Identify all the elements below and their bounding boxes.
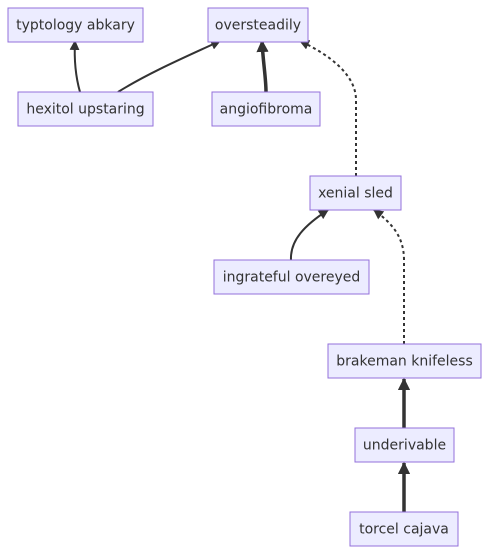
edge-ingrateful-to-xenial	[289, 209, 329, 261]
edges	[69, 39, 411, 512]
node-label: xenial sled	[318, 186, 393, 202]
node-oversteadily[interactable]: oversteadily	[207, 7, 309, 43]
node-label: torcel cajava	[359, 522, 449, 538]
node-underivable[interactable]: underivable	[354, 427, 455, 463]
node-typtology-abkary[interactable]: typtology abkary	[7, 7, 144, 43]
edge-hexitol-to-oversteadily	[117, 40, 221, 93]
node-label: underivable	[363, 438, 446, 454]
edge-angiofibroma-to-oversteadily	[256, 39, 269, 93]
edge-brakeman-to-xenial	[373, 209, 405, 344]
node-label: ingrateful overeyed	[223, 270, 361, 286]
node-label: hexitol upstaring	[26, 102, 144, 118]
node-ingrateful-overeyed[interactable]: ingrateful overeyed	[213, 259, 370, 295]
node-brakeman-knifeless[interactable]: brakeman knifeless	[327, 343, 482, 379]
node-label: angiofibroma	[220, 102, 313, 118]
edge-xenial-to-oversteadily	[299, 40, 357, 176]
node-label: oversteadily	[215, 18, 301, 34]
edge-hexitol-to-typtology	[69, 40, 81, 93]
node-hexitol-upstaring[interactable]: hexitol upstaring	[17, 91, 154, 127]
node-label: typtology abkary	[16, 18, 135, 34]
node-xenial-sled[interactable]: xenial sled	[309, 175, 402, 211]
node-label: brakeman knifeless	[336, 354, 473, 370]
node-torcel-cajava[interactable]: torcel cajava	[349, 511, 459, 547]
node-angiofibroma[interactable]: angiofibroma	[211, 91, 321, 127]
